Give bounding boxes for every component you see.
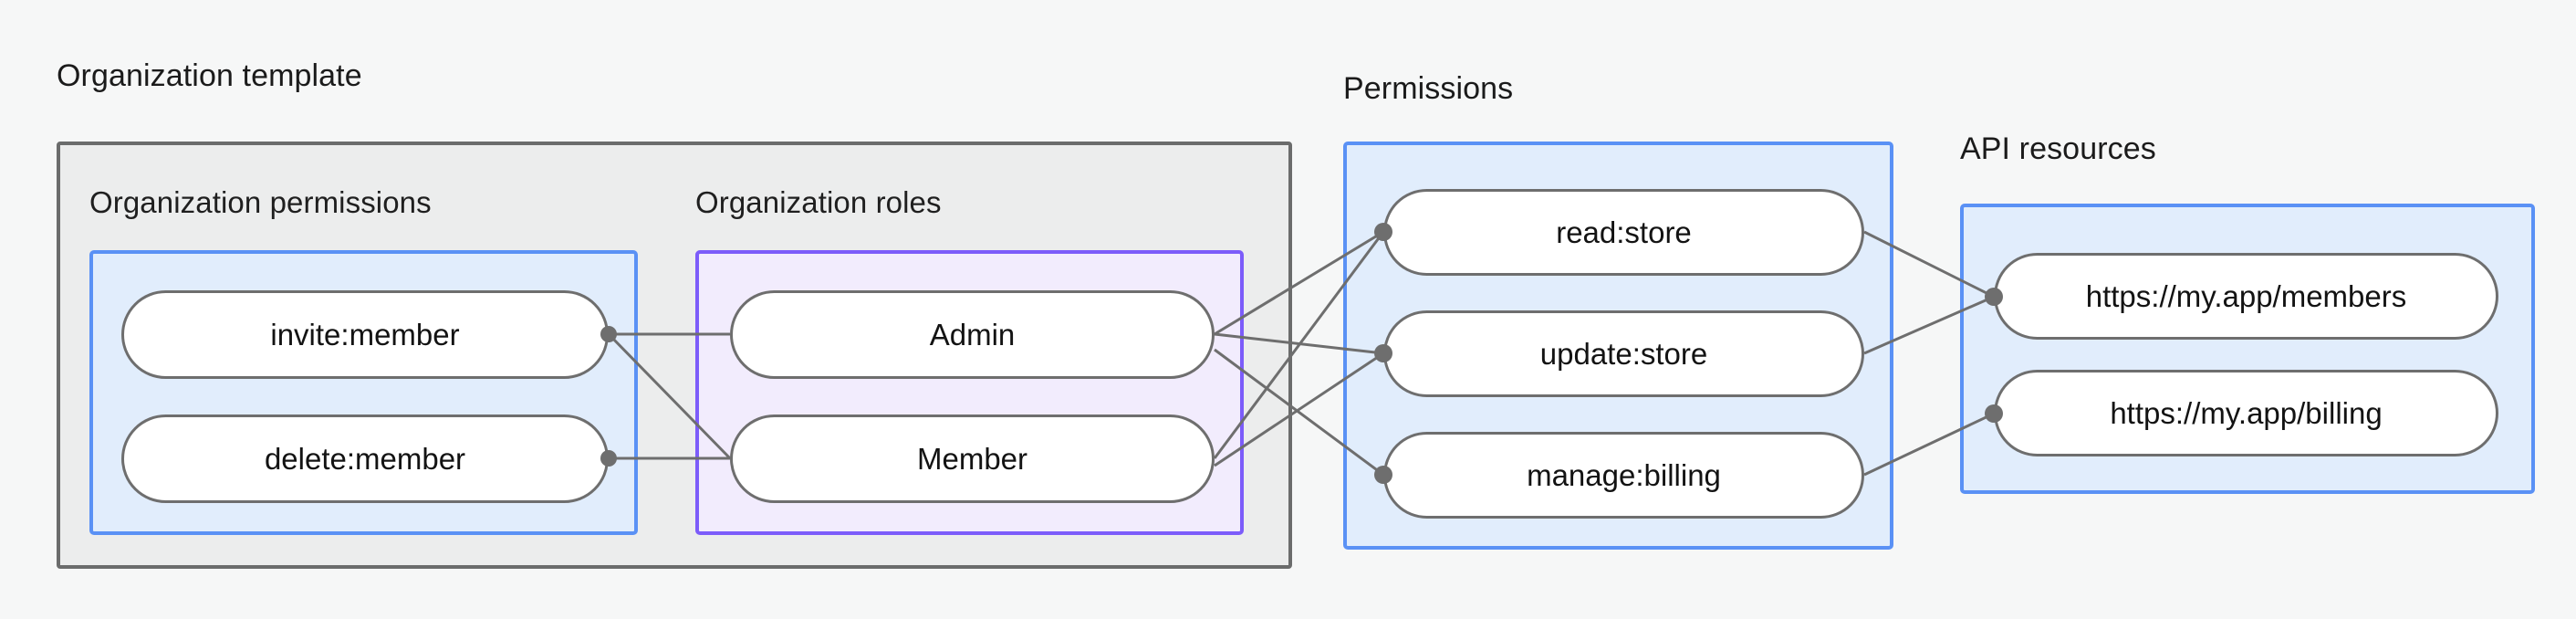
node-api-resource-billing[interactable]: https://my.app/billing (1994, 370, 2498, 456)
organization-permissions-caption: Organization permissions (89, 185, 432, 219)
node-delete-member[interactable]: delete:member (121, 414, 609, 503)
organization-roles-caption: Organization roles (695, 185, 942, 219)
node-update-store[interactable]: update:store (1383, 310, 1864, 397)
node-read-store[interactable]: read:store (1383, 189, 1864, 276)
api-resources-caption: API resources (1960, 131, 2156, 166)
permissions-caption: Permissions (1343, 71, 1514, 106)
node-manage-billing[interactable]: manage:billing (1383, 432, 1864, 519)
node-invite-member[interactable]: invite:member (121, 290, 609, 379)
node-member[interactable]: Member (730, 414, 1215, 503)
node-admin[interactable]: Admin (730, 290, 1215, 379)
organization-template-caption: Organization template (57, 58, 362, 93)
node-api-resource-members[interactable]: https://my.app/members (1994, 253, 2498, 340)
